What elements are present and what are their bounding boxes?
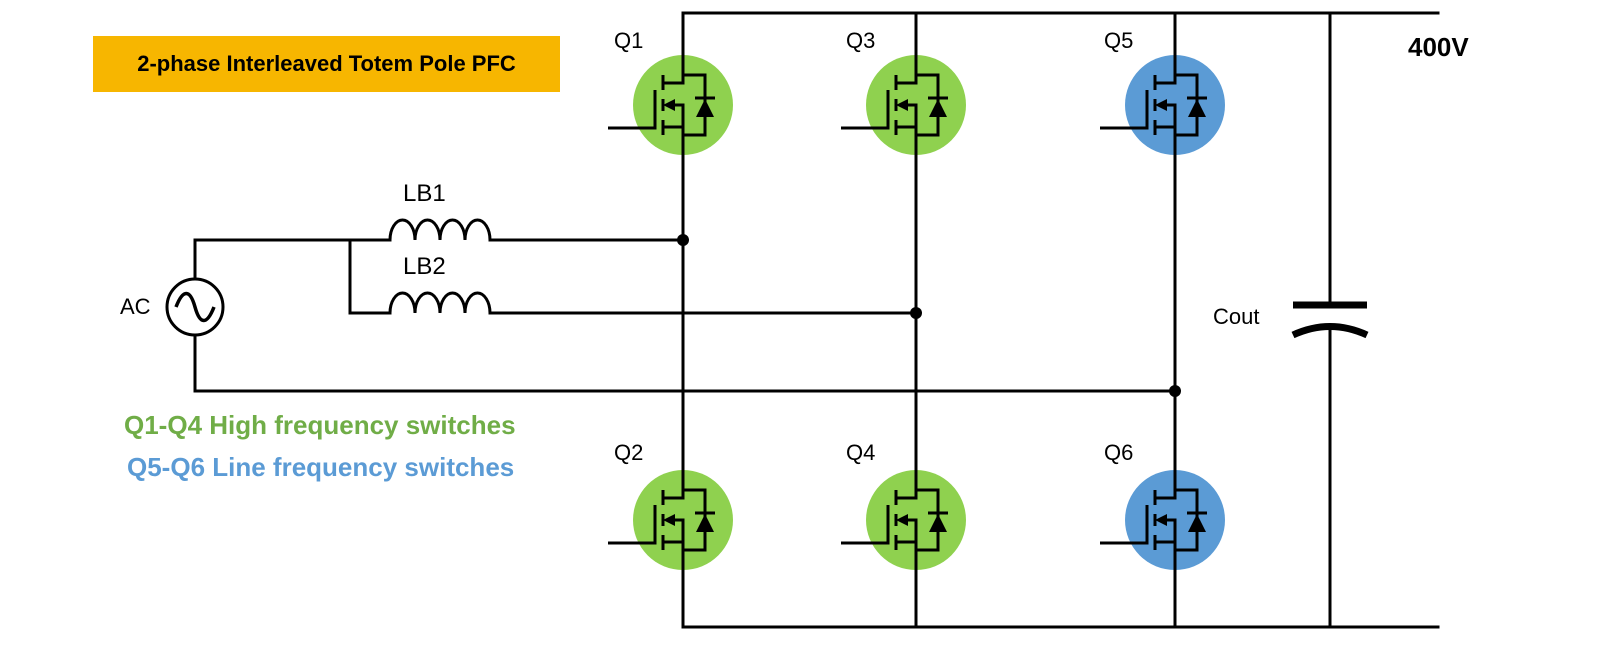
switch-q4 <box>841 470 966 570</box>
ac-bottom-wire <box>193 332 1177 393</box>
junction-dot-ac <box>1169 385 1181 397</box>
junction-dot-lb1 <box>677 234 689 246</box>
diagram-title: 2-phase Interleaved Totem Pole PFC <box>137 51 516 76</box>
switch-q4-label: Q4 <box>846 440 876 465</box>
inductor-lb1-symbol <box>388 218 492 241</box>
switch-q5 <box>1100 55 1225 155</box>
switch-q3-label: Q3 <box>846 28 876 53</box>
switch-q6 <box>1100 470 1225 570</box>
ac-source-label: AC <box>120 294 151 319</box>
switch-q2 <box>608 470 733 570</box>
switch-q1 <box>608 55 733 155</box>
switch-q5-label: Q5 <box>1104 28 1134 53</box>
switches <box>608 55 1225 570</box>
ac-source-symbol <box>165 277 225 337</box>
inductor-lb1-label: LB1 <box>403 180 446 207</box>
switch-q2-label: Q2 <box>614 440 644 465</box>
output-voltage-label: 400V <box>1408 32 1469 62</box>
ac-top-wire <box>193 238 392 283</box>
legend-high-frequency: Q1-Q4 High frequency switches <box>124 410 516 440</box>
inductor-lb2-label: LB2 <box>403 253 446 280</box>
capacitor-cout-symbol <box>1291 301 1369 339</box>
capacitor-cout-label: Cout <box>1213 304 1260 329</box>
lb2-input-wire <box>348 238 392 315</box>
junction-dot-lb2 <box>910 307 922 319</box>
title-banner: 2-phase Interleaved Totem Pole PFC <box>93 36 560 92</box>
switch-q1-label: Q1 <box>614 28 644 53</box>
switch-q3 <box>841 55 966 155</box>
legend-line-frequency: Q5-Q6 Line frequency switches <box>127 452 515 482</box>
switch-q6-label: Q6 <box>1104 440 1134 465</box>
inductor-lb2-symbol <box>388 291 492 314</box>
